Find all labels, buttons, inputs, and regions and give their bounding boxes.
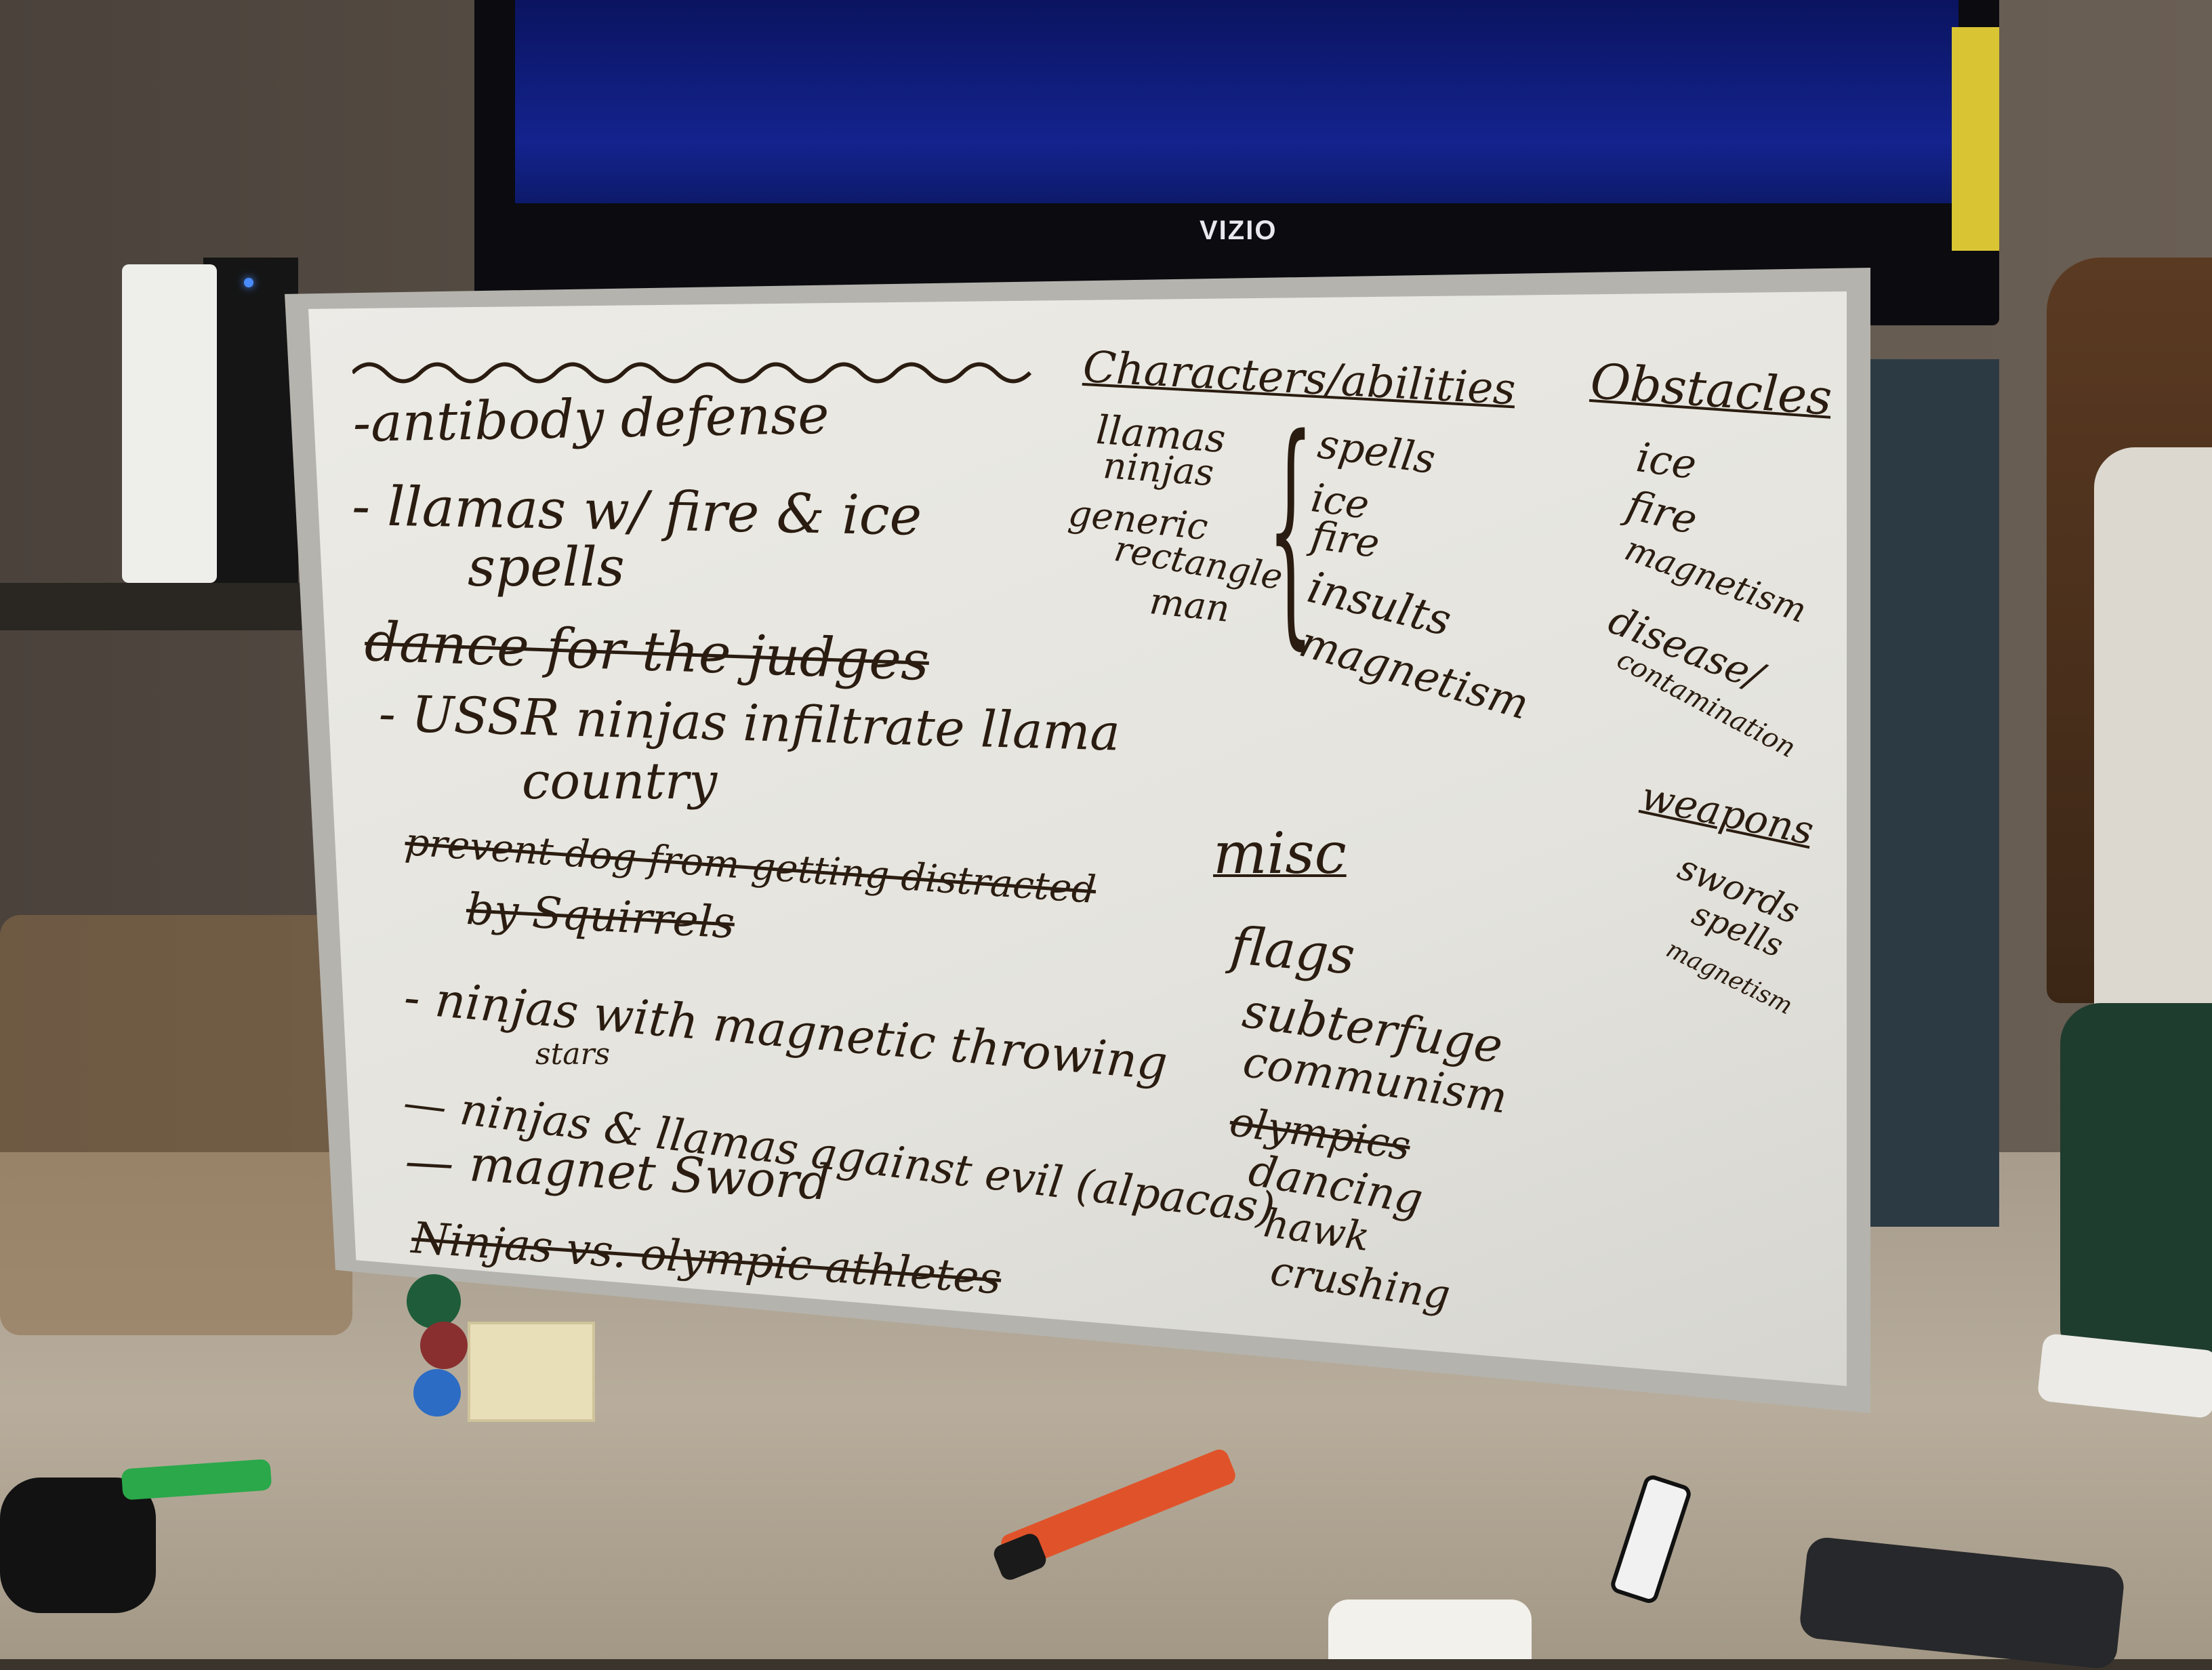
idea-item: -antibody defense bbox=[352, 384, 830, 454]
tv-screen bbox=[515, 0, 1959, 203]
tv-brand-logo: VIZIO bbox=[1200, 216, 1277, 245]
magnet-icon bbox=[407, 1274, 461, 1328]
idea-item: - llamas w/ fire & ice bbox=[351, 474, 922, 548]
idea-item: stars bbox=[535, 1037, 611, 1072]
magnet-icon bbox=[420, 1322, 468, 1369]
wavy-line-icon bbox=[352, 362, 1032, 384]
sticker-card bbox=[468, 1322, 595, 1422]
tv-sticker bbox=[1952, 27, 1999, 251]
obstacle-item: ice bbox=[1633, 434, 1700, 489]
brace-icon: { bbox=[1267, 386, 1314, 670]
ability-item: fire bbox=[1308, 512, 1382, 567]
idea-item: spells bbox=[468, 535, 625, 598]
misc-heading: misc bbox=[1213, 820, 1347, 887]
game-controller bbox=[0, 1478, 156, 1613]
whiteboard bbox=[308, 291, 1847, 1386]
magnet-icon bbox=[413, 1369, 461, 1417]
character-item: ninjas bbox=[1101, 444, 1216, 495]
console-box bbox=[203, 258, 298, 583]
idea-item: country bbox=[522, 752, 718, 811]
white-cushion bbox=[2094, 447, 2212, 1044]
tv-stand-leg bbox=[1857, 359, 1999, 1227]
misc-item: flags bbox=[1228, 915, 1357, 986]
character-item: man bbox=[1147, 579, 1232, 631]
wooden-object bbox=[0, 915, 352, 1335]
power-led-icon bbox=[244, 278, 253, 287]
green-cloth bbox=[2060, 1003, 2212, 1356]
router-device bbox=[122, 264, 217, 583]
tissue bbox=[1328, 1600, 1532, 1659]
